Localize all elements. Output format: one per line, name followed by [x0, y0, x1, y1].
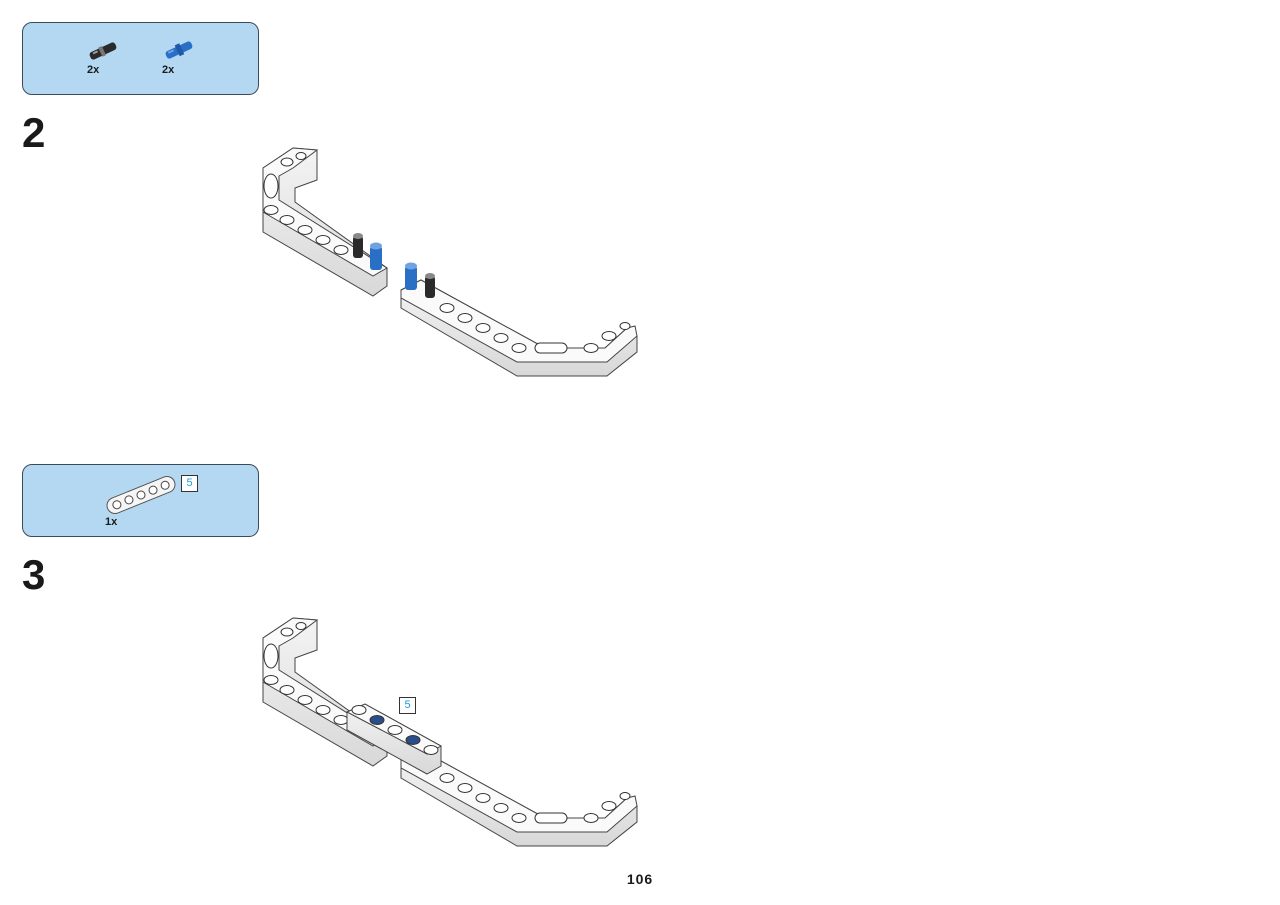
black-pin-inserted	[425, 273, 435, 298]
step-number: 3	[22, 551, 46, 598]
part-qty: 2x	[87, 64, 100, 76]
black-pin-icon	[89, 42, 117, 60]
blue-pin-inserted	[405, 262, 417, 290]
white-beam-5-icon	[106, 476, 176, 514]
page-number: 106	[626, 871, 654, 887]
part-qty: 2x	[162, 64, 175, 76]
beam-length-label: 5	[181, 475, 198, 492]
part-qty: 1x	[105, 516, 118, 528]
blue-pin-inserted	[370, 242, 382, 270]
beam-length-callout: 5	[399, 697, 416, 714]
step-number: 2	[22, 109, 46, 156]
parts-list-step-2: 2x 2x	[22, 22, 259, 95]
black-pin-inserted	[353, 233, 363, 258]
right-angled-beam	[400, 279, 638, 377]
blue-pin-icon	[165, 41, 193, 59]
step-2-assembly-illustration	[262, 147, 638, 377]
step-3-assembly-illustration	[262, 617, 638, 847]
parts-list-step-3: 5 1x	[22, 464, 259, 537]
